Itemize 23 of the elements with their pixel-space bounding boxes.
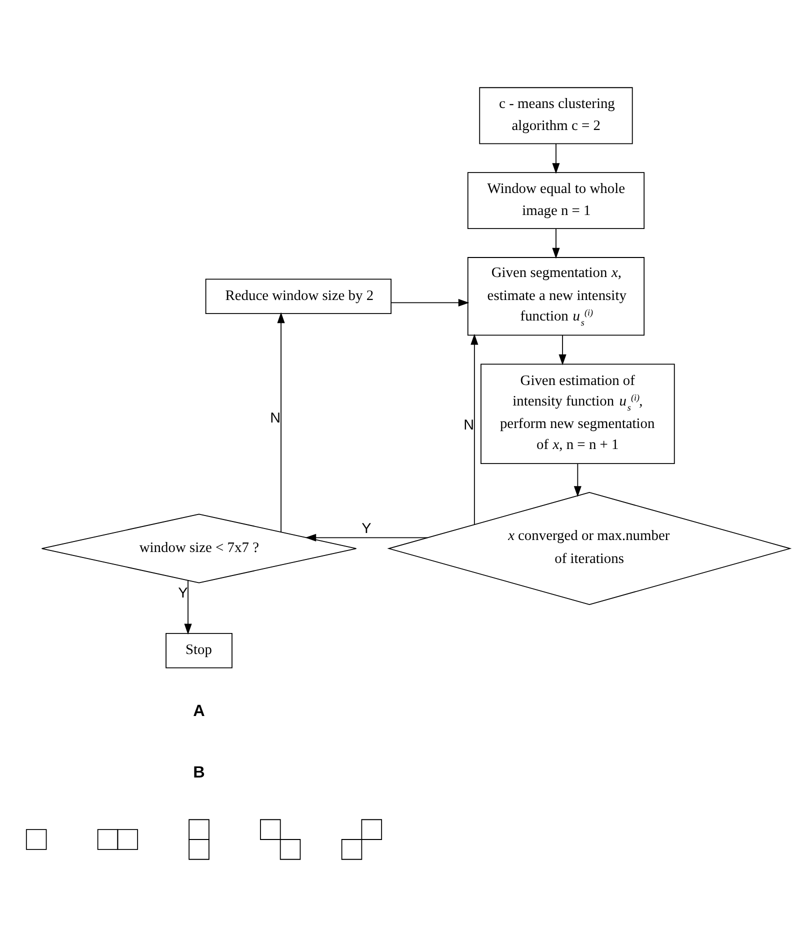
arrow bbox=[558, 335, 566, 366]
node-box: Reduce window size by 2 bbox=[205, 278, 392, 314]
node-box: Given estimation of intensity function u$_{s}$$^{(i)}$, perform new segmentation of x, n = n + 1 bbox=[480, 364, 675, 464]
edge-label: N bbox=[270, 410, 281, 427]
node-diamond: x converged or max.number of iterations bbox=[387, 492, 792, 605]
arrow bbox=[184, 580, 192, 635]
node-box: Stop bbox=[166, 633, 232, 668]
arrow bbox=[552, 228, 560, 259]
edge-label: Y bbox=[362, 520, 372, 537]
arrow bbox=[470, 334, 478, 526]
node-diamond: window size < 7x7 ? bbox=[41, 514, 357, 584]
node-box: Window equal to whole image n = 1 bbox=[467, 172, 645, 230]
node-box bbox=[26, 829, 47, 850]
edge-label: Y bbox=[178, 586, 188, 602]
arrow bbox=[552, 143, 560, 174]
edge-label: N bbox=[464, 418, 474, 434]
label: B bbox=[193, 764, 205, 782]
arrow bbox=[574, 463, 582, 497]
arrow bbox=[305, 534, 428, 542]
arrow bbox=[390, 298, 470, 306]
label: A bbox=[193, 702, 205, 720]
node-box: c - means clustering algorithm c = 2 bbox=[479, 87, 633, 144]
arrow bbox=[277, 312, 285, 532]
